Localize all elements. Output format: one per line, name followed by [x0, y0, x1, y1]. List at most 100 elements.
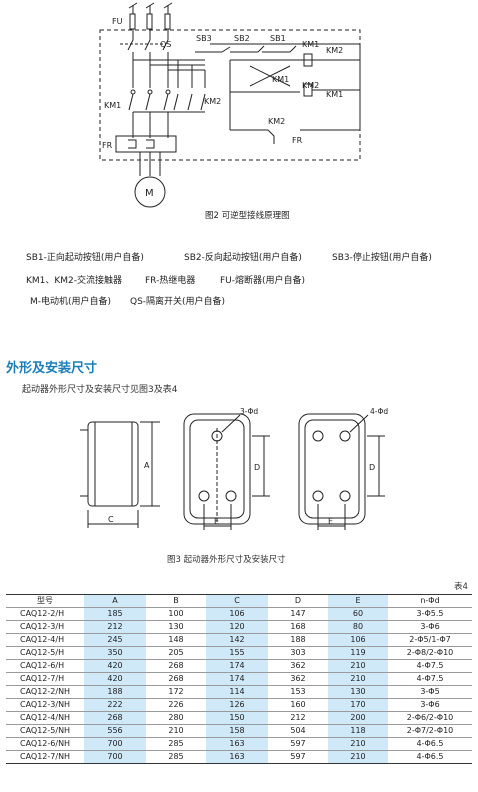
- sb1-label: SB1: [270, 34, 286, 43]
- fr-label: FR: [102, 141, 113, 150]
- table-cell: 4-Φ7.5: [388, 659, 472, 673]
- table-cell: 2-Φ6/2-Φ10: [388, 711, 472, 725]
- table-cell: 160: [268, 698, 328, 712]
- table-cell: 210: [328, 672, 388, 686]
- table-cell: 245: [84, 633, 146, 647]
- interlock-km2-label: KM2: [268, 117, 285, 126]
- wiring-diagram: FU QS KM1 KM2 FR M SB3 SB2 SB1 KM1 KM2 K…: [99, 2, 361, 221]
- legend-m: M-电动机(用户自备): [30, 297, 112, 307]
- table-label: 表4: [454, 582, 468, 592]
- dim-d-label-1: D: [254, 463, 260, 472]
- holes3-label: 3-Φd: [240, 407, 258, 416]
- table-cell: 362: [268, 659, 328, 673]
- coil-km2-label: KM2: [326, 46, 343, 55]
- table-cell: 268: [84, 711, 146, 725]
- header-c: C: [206, 594, 268, 608]
- holes4-label: 4-Φd: [370, 407, 388, 416]
- table-cell: 210: [146, 724, 206, 738]
- table-cell: 3-Φ6: [388, 698, 472, 712]
- fig3-caption: 图3 起动器外形尺寸及安装尺寸: [167, 555, 286, 565]
- table-cell: 2-Φ8/2-Φ10: [388, 646, 472, 660]
- table-cell: 285: [146, 750, 206, 764]
- table-cell: 153: [268, 685, 328, 699]
- table-cell: 120: [206, 620, 268, 634]
- table-cell: 163: [206, 737, 268, 751]
- dim-d-label-2: D: [369, 463, 375, 472]
- table-cell: CAQ12-6/H: [6, 659, 84, 673]
- table-cell: CAQ12-7/H: [6, 672, 84, 686]
- table-cell: CAQ12-5/H: [6, 646, 84, 660]
- table-cell: 142: [206, 633, 268, 647]
- table-cell: 4-Φ7.5: [388, 672, 472, 686]
- section-title: 外形及安装尺寸: [6, 361, 98, 376]
- legend-sb1: SB1-正向起动按钮(用户自备): [26, 253, 144, 263]
- table-cell: 285: [146, 737, 206, 751]
- table-cell: 700: [84, 750, 146, 764]
- header-e: E: [328, 594, 388, 608]
- table-cell: CAQ12-2/H: [6, 607, 84, 621]
- legend-qs: QS-隔离开关(用户自备): [130, 297, 226, 307]
- table-cell: 3-Φ5: [388, 685, 472, 699]
- table-header-row: 型号 A B C D E n-Φd: [6, 594, 472, 608]
- table-cell: 188: [268, 633, 328, 647]
- coil2-km2-label: KM2: [302, 81, 319, 90]
- table-cell: CAQ12-3/H: [6, 620, 84, 634]
- table-cell: 60: [328, 607, 388, 621]
- table-cell: 362: [268, 672, 328, 686]
- table-cell: CAQ12-6/NH: [6, 737, 84, 751]
- coil2-km1-label: KM1: [326, 90, 343, 99]
- header-b: B: [146, 594, 206, 608]
- legend-fr: FR-热继电器: [145, 276, 196, 286]
- table-cell: 158: [206, 724, 268, 738]
- table-cell: CAQ12-7/NH: [6, 750, 84, 764]
- table-cell: 150: [206, 711, 268, 725]
- table-cell: 80: [328, 620, 388, 634]
- table-cell: 597: [268, 750, 328, 764]
- table-cell: 2-Φ7/2-Φ10: [388, 724, 472, 738]
- qs-label: QS: [160, 40, 171, 49]
- control-fr-label: FR: [292, 136, 303, 145]
- table-cell: 174: [206, 659, 268, 673]
- legend-fu: FU-熔断器(用户自备): [220, 276, 306, 286]
- table-cell: 172: [146, 685, 206, 699]
- table-cell: CAQ12-3/NH: [6, 698, 84, 712]
- table-cell: 168: [268, 620, 328, 634]
- interlock-km1-label: KM1: [272, 75, 289, 84]
- km2-label: KM2: [204, 97, 221, 106]
- header-d: D: [268, 594, 328, 608]
- table-cell: 2-Φ5/1-Φ7: [388, 633, 472, 647]
- table-cell: 420: [84, 672, 146, 686]
- legend-sb3: SB3-停止按钮(用户自备): [332, 253, 432, 263]
- table-cell: 119: [328, 646, 388, 660]
- table-cell: 114: [206, 685, 268, 699]
- section-subtitle: 起动器外形尺寸及安装尺寸见图3及表4: [22, 385, 178, 395]
- table-cell: 147: [268, 607, 328, 621]
- legend-km: KM1、KM2-交流接触器: [26, 276, 123, 286]
- table-cell: CAQ12-5/NH: [6, 724, 84, 738]
- table-cell: CAQ12-4/H: [6, 633, 84, 647]
- dim-e-label-2: E: [328, 517, 333, 526]
- km1-label: KM1: [104, 101, 121, 110]
- table-cell: 126: [206, 698, 268, 712]
- table-cell: 280: [146, 711, 206, 725]
- table-cell: 268: [146, 672, 206, 686]
- table-cell: 188: [84, 685, 146, 699]
- motor-label: M: [145, 188, 154, 199]
- legend-sb2: SB2-反向起动按钮(用户自备): [184, 253, 302, 263]
- table-cell: 130: [328, 685, 388, 699]
- table-cell: 155: [206, 646, 268, 660]
- table-cell: 174: [206, 672, 268, 686]
- table-cell: 420: [84, 659, 146, 673]
- sb2-label: SB2: [234, 34, 250, 43]
- table-cell: 148: [146, 633, 206, 647]
- table-cell: 210: [328, 750, 388, 764]
